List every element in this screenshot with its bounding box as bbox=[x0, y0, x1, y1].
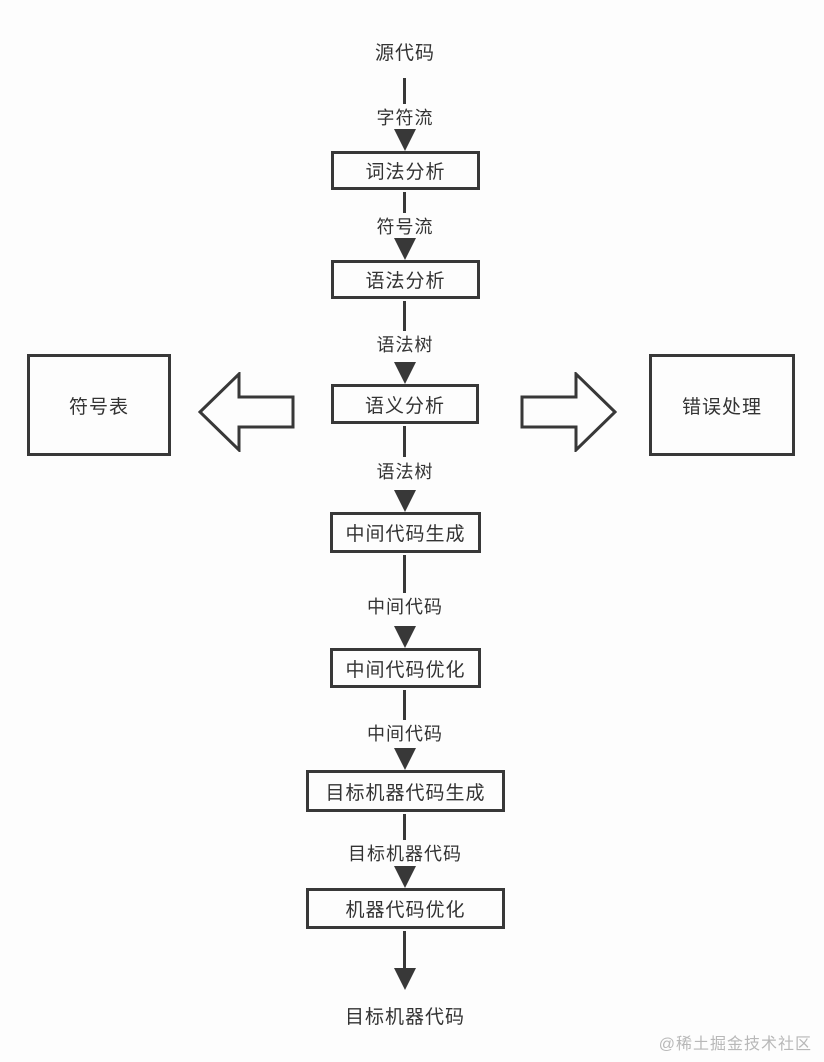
block-arrow-right-icon bbox=[520, 372, 617, 452]
connector-line bbox=[403, 301, 406, 331]
arrowhead-down-icon bbox=[394, 129, 416, 151]
connector-line bbox=[403, 78, 406, 104]
side-node-error-handling: 错误处理 bbox=[649, 354, 795, 456]
arrowhead-down-icon bbox=[394, 238, 416, 260]
edge-label-syntax-tree: 语法树 bbox=[376, 335, 434, 355]
arrowhead-down-icon bbox=[394, 626, 416, 648]
start-node-source-code: 源代码 bbox=[374, 43, 435, 64]
process-node-syntax-analysis: 语法分析 bbox=[331, 260, 480, 299]
connector-line bbox=[403, 814, 406, 840]
edge-label-target-machine-code: 目标机器代码 bbox=[348, 844, 462, 864]
side-node-symbol-table: 符号表 bbox=[27, 354, 171, 456]
process-node-machine-code-optimization: 机器代码优化 bbox=[306, 888, 505, 929]
edge-label-intermediate-code-2: 中间代码 bbox=[367, 724, 443, 744]
edge-label-token-stream: 符号流 bbox=[376, 217, 434, 237]
connector-line bbox=[403, 931, 406, 968]
arrowhead-down-icon bbox=[394, 490, 416, 512]
arrowhead-down-icon bbox=[394, 748, 416, 770]
arrowhead-down-icon bbox=[394, 968, 416, 990]
connector-line bbox=[403, 192, 406, 213]
edge-label-character-stream: 字符流 bbox=[376, 108, 434, 128]
process-node-target-machine-code-generation: 目标机器代码生成 bbox=[306, 770, 505, 812]
process-node-semantic-analysis: 语义分析 bbox=[331, 384, 479, 424]
process-node-intermediate-code-generation: 中间代码生成 bbox=[330, 512, 481, 553]
process-node-intermediate-code-optimization: 中间代码优化 bbox=[330, 648, 481, 688]
edge-label-syntax-tree-2: 语法树 bbox=[376, 462, 434, 482]
process-node-lexical-analysis: 词法分析 bbox=[331, 151, 480, 190]
connector-line bbox=[403, 690, 406, 720]
connector-line bbox=[403, 555, 406, 593]
watermark-juejin-community: @稀土掘金技术社区 bbox=[658, 1036, 812, 1053]
end-node-target-machine-code: 目标机器代码 bbox=[344, 1007, 465, 1028]
arrowhead-down-icon bbox=[394, 362, 416, 384]
connector-line bbox=[403, 426, 406, 457]
edge-label-intermediate-code: 中间代码 bbox=[367, 597, 443, 617]
block-arrow-left-icon bbox=[198, 372, 295, 452]
arrowhead-down-icon bbox=[394, 866, 416, 888]
